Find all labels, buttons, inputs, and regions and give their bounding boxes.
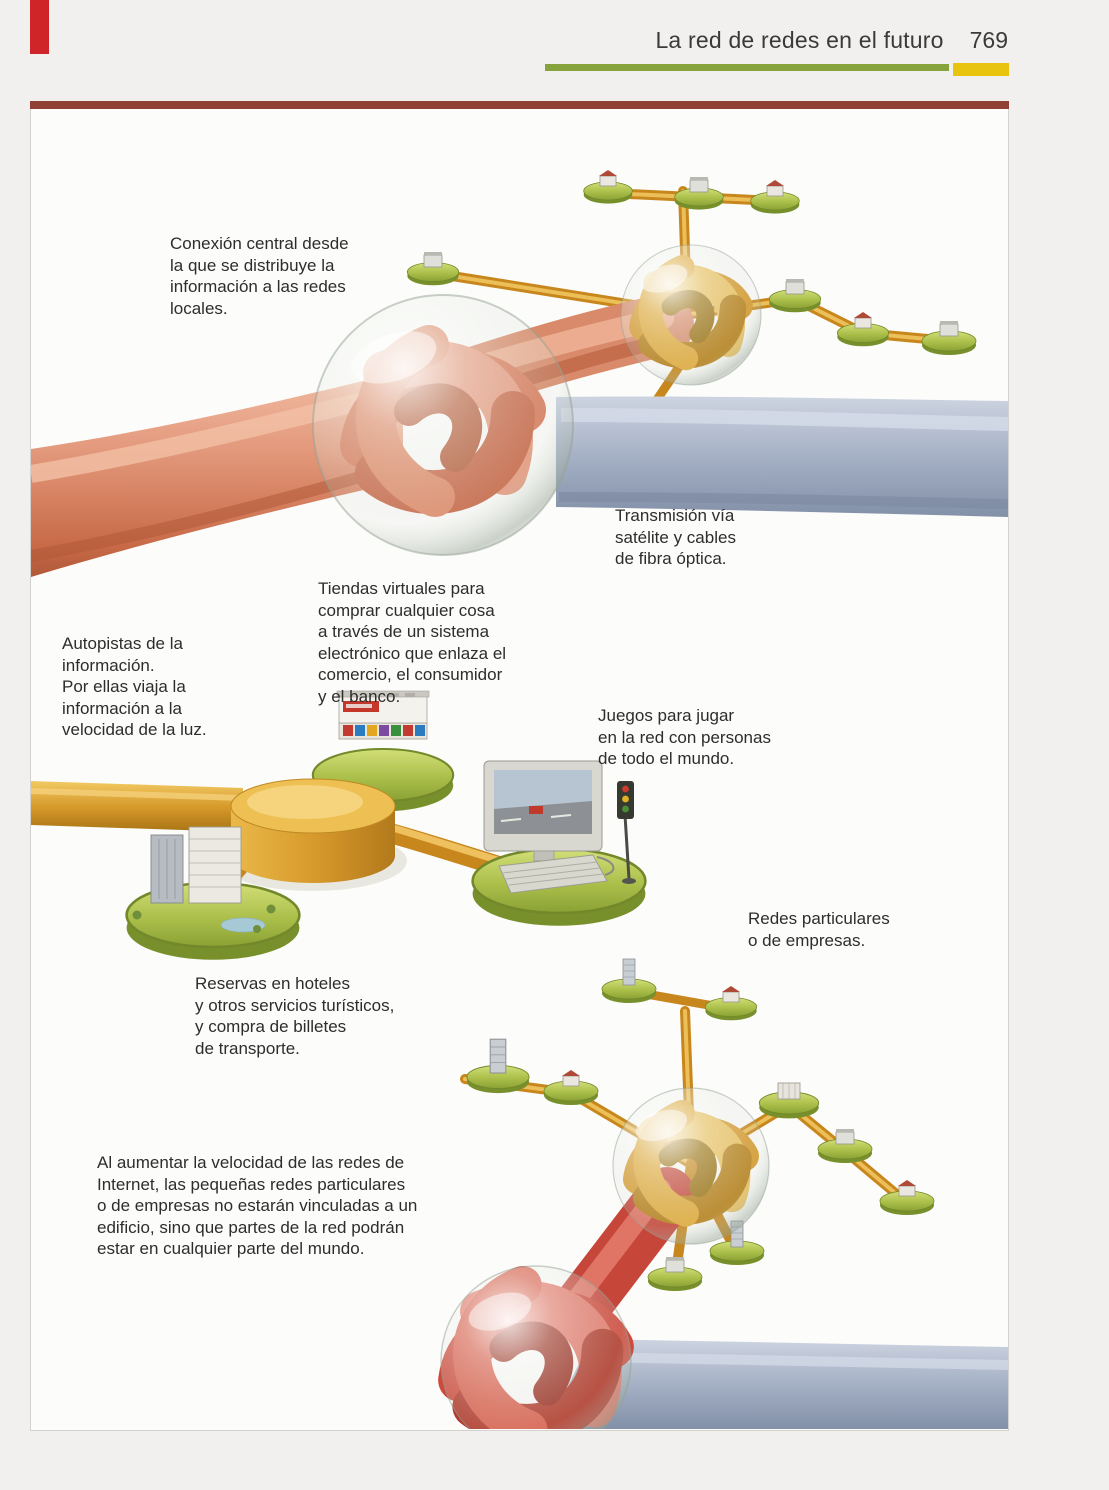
page-number: 769: [969, 27, 1008, 53]
network-illustration: [31, 169, 1008, 1429]
mouse-cable: [596, 856, 615, 876]
annotation-central-connection: Conexión central desde la que se distrib…: [170, 234, 349, 318]
virtual-shop: [311, 690, 455, 813]
services-hub: [31, 690, 647, 962]
annotation-transmission: Transmisión vía satélite y cables de fib…: [615, 506, 736, 568]
glass-sphere-regional: [620, 244, 762, 386]
annotation-private-networks: Redes particulares o de empresas.: [748, 909, 890, 950]
top-maroon-rule: [30, 101, 1009, 109]
glass-sphere-company: [612, 1087, 770, 1245]
annotation-games: Juegos para jugar en la red con personas…: [598, 706, 771, 768]
annotation-highways: Autopistas de la información. Por ellas …: [62, 634, 207, 739]
header-green-bar: [545, 64, 949, 71]
traffic-light: [617, 781, 636, 884]
games-terminal: [471, 760, 647, 928]
page-header: La red de redes en el futuro 769: [655, 27, 1008, 54]
computer-monitor: [483, 760, 603, 862]
header-yellow-bar: [953, 63, 1009, 76]
red-corner-tab: [30, 0, 49, 54]
computer-keyboard: [498, 854, 608, 894]
fiber-optic-tube: [556, 396, 1008, 517]
bottom-fiber-tube: [547, 1339, 1008, 1429]
annotation-reservations: Reservas en hoteles y otros servicios tu…: [195, 974, 395, 1058]
glass-sphere-central: [312, 294, 574, 556]
illustration-panel: Conexión central desde la que se distrib…: [30, 109, 1009, 1431]
hub-cylinder: [230, 778, 396, 883]
header-title: La red de redes en el futuro: [655, 27, 944, 53]
annotation-virtual-shops: Tiendas virtuales para comprar cualquier…: [318, 579, 507, 706]
annotation-future-networks: Al aumentar la velocidad de las redes de…: [97, 1153, 418, 1258]
office-buildings: [125, 826, 301, 962]
